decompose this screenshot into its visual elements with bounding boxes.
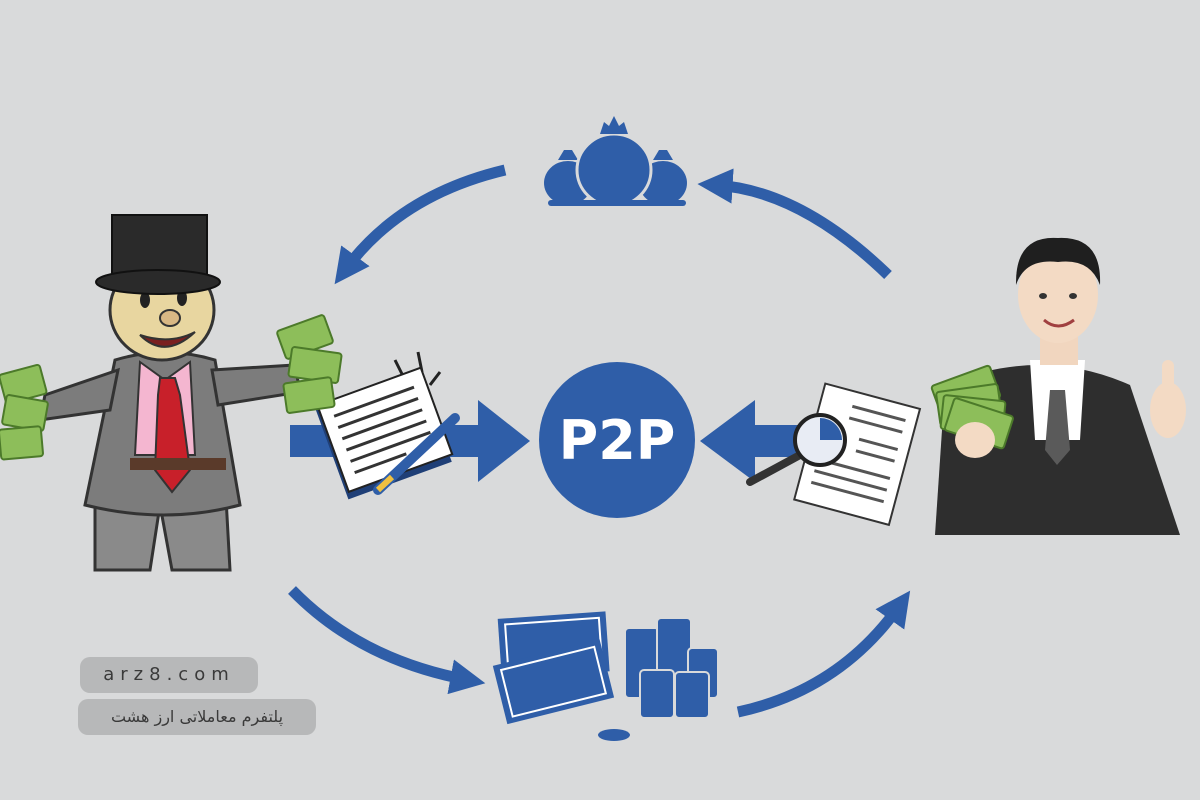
lender-character xyxy=(0,214,343,572)
p2p-label: P2P xyxy=(559,409,676,472)
magnifier-document-icon xyxy=(746,382,922,527)
borrower-character xyxy=(930,237,1186,535)
top-left-cycle-arrow xyxy=(334,164,507,285)
cash-and-coins-icon xyxy=(492,611,719,741)
p2p-center-node: P2P xyxy=(539,362,695,518)
contract-pen-icon xyxy=(315,351,460,500)
money-bags-icon xyxy=(544,116,687,208)
watermark-domain: arz8.com xyxy=(80,657,258,693)
watermark-tagline: پلتفرم معاملاتی ارز هشت xyxy=(78,699,316,735)
bottom-right-cycle-arrow xyxy=(736,590,911,718)
bottom-left-cycle-arrow xyxy=(288,586,486,695)
top-right-cycle-arrow xyxy=(697,168,892,279)
